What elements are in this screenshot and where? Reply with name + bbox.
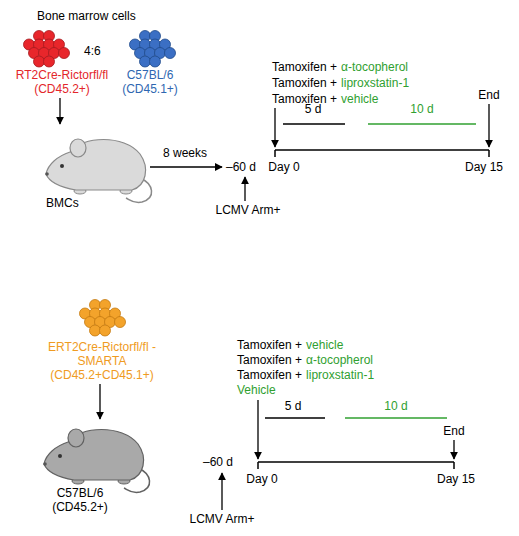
- infection-label: LCMV Arm+: [189, 512, 254, 526]
- ratio-label: 4:6: [84, 44, 101, 58]
- arrow-connector: [59, 98, 60, 124]
- infection-arrow: [244, 177, 245, 201]
- day-label: Day 15: [437, 472, 475, 486]
- arrow-connector: [99, 384, 100, 419]
- orange-cells: [80, 300, 126, 337]
- infection-arrow: [221, 473, 222, 510]
- end-arrow: [488, 104, 489, 147]
- node-label: ERT2Cre-Rictorfl/fl -SMARTA (CD45.2+CD45…: [42, 340, 162, 382]
- label-row: Vehicle: [237, 383, 276, 397]
- treatment-label: liproxstatin-1: [341, 76, 409, 90]
- day-label: Day 0: [246, 472, 277, 486]
- duration-bar: [265, 417, 325, 419]
- label-row: 4:6: [84, 44, 101, 58]
- label-row: Tamoxifen + α-tocopherol: [237, 353, 373, 367]
- day-label: Day 15: [465, 160, 503, 174]
- cell-cluster: C57BL/6 (CD45.1+): [118, 30, 182, 96]
- duration-label: 5 d: [285, 399, 302, 413]
- node-label: C57BL/6 (CD45.2+): [48, 486, 112, 514]
- mouse-group: BMCs: [40, 125, 155, 210]
- axis-tick: [453, 462, 455, 469]
- cell-cluster: RT2Cre-Rictorfl/fl (CD45.2+): [8, 30, 116, 96]
- label-row: 5 d: [305, 102, 322, 116]
- label-row: –60 d: [226, 160, 256, 174]
- axis-tick: [274, 150, 276, 157]
- label-row: Day 15: [465, 160, 503, 174]
- treatment-label: Tamoxifen +: [272, 92, 337, 106]
- axis-tick: [488, 150, 490, 157]
- end-label: End: [478, 88, 499, 102]
- treatment-label: vehicle: [306, 338, 343, 352]
- label-row: –60 d: [203, 455, 233, 469]
- treatment-label: Vehicle: [237, 383, 276, 397]
- treatment-label: Tamoxifen +: [237, 338, 302, 352]
- duration-label: 10 d: [384, 399, 407, 413]
- node-label: BMCs: [46, 196, 155, 210]
- treatment-label: α-tocopherol: [306, 353, 373, 367]
- label-row: Day 15: [437, 472, 475, 486]
- treatment-label: vehicle: [341, 92, 378, 106]
- red-cells: [24, 31, 70, 68]
- node-label: RT2Cre-Rictorfl/fl (CD45.2+): [8, 68, 116, 96]
- node-label: C57BL/6 (CD45.1+): [118, 68, 182, 96]
- treatment-label: α-tocopherol: [341, 60, 408, 74]
- duration-label: 10 d: [410, 102, 433, 116]
- label-row: LCMV Arm+: [189, 512, 254, 526]
- end-arrow: [453, 440, 454, 459]
- time-point: –60 d: [203, 455, 233, 469]
- treatment-label: Tamoxifen +: [272, 76, 337, 90]
- time-point: –60 d: [226, 160, 256, 174]
- duration-bar: [368, 123, 476, 125]
- cell-cluster: ERT2Cre-Rictorfl/fl -SMARTA (CD45.2+CD45…: [42, 296, 162, 382]
- time-arrow: [150, 166, 222, 167]
- interval-label: 8 weeks: [163, 146, 207, 160]
- panel-heading: Bone marrow cells: [37, 9, 136, 23]
- infection-label: LCMV Arm+: [215, 203, 280, 217]
- day-label: Day 0: [268, 160, 299, 174]
- label-row: 10 d: [410, 102, 433, 116]
- timeline-axis: [275, 149, 489, 151]
- duration-bar: [283, 123, 345, 125]
- label-row: End: [443, 424, 464, 438]
- end-label: End: [443, 424, 464, 438]
- treatment-label: Tamoxifen +: [272, 60, 337, 74]
- start-arrow: [257, 400, 258, 459]
- label-row: 5 d: [285, 399, 302, 413]
- treatment-label: Tamoxifen +: [237, 368, 302, 382]
- label-row: Day 0: [246, 472, 277, 486]
- label-row: Tamoxifen + α-tocopherol: [272, 60, 408, 74]
- label-row: 8 weeks: [163, 146, 207, 160]
- treatment-label: Tamoxifen +: [237, 353, 302, 367]
- duration-label: 5 d: [305, 102, 322, 116]
- label-row: Tamoxifen + vehicle: [237, 338, 343, 352]
- label-row: End: [478, 88, 499, 102]
- label-row: Tamoxifen + liproxstatin-1: [237, 368, 374, 382]
- label-row: LCMV Arm+: [215, 203, 280, 217]
- duration-bar: [345, 417, 447, 419]
- treatment-label: liproxstatin-1: [306, 368, 374, 382]
- mouse-illustration: [43, 429, 149, 493]
- axis-tick: [257, 462, 259, 469]
- start-arrow: [274, 108, 275, 147]
- label-row: 10 d: [384, 399, 407, 413]
- label-row: Tamoxifen + vehicle: [272, 92, 378, 106]
- mouse-group: C57BL/6 (CD45.2+): [30, 420, 150, 514]
- label-row: Bone marrow cells: [37, 9, 136, 23]
- timeline-axis: [258, 461, 454, 463]
- mouse-illustration: [45, 139, 151, 203]
- blue-cells: [130, 31, 176, 68]
- label-row: Day 0: [268, 160, 299, 174]
- label-row: Tamoxifen + liproxstatin-1: [272, 76, 409, 90]
